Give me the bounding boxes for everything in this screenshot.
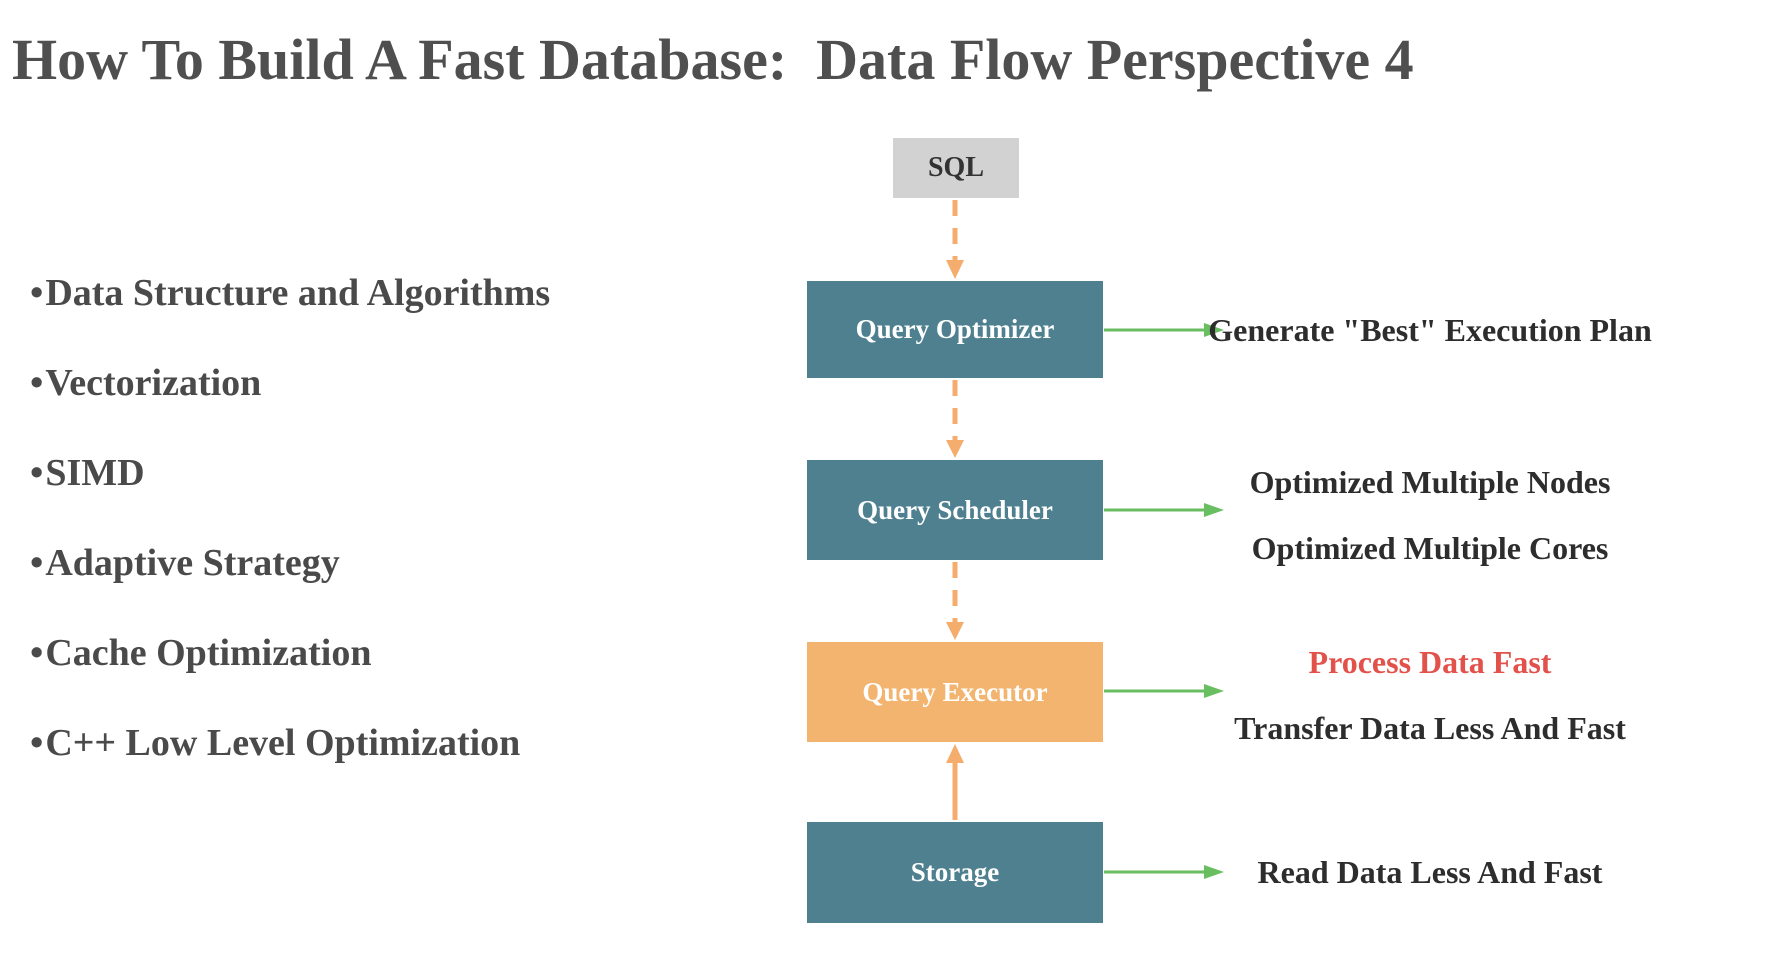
arrow-storage-to-executor [946, 744, 964, 820]
bullet-text: Adaptive Strategy [45, 542, 340, 584]
list-item: • C++ Low Level Optimization [30, 698, 650, 788]
bullet-list: • Data Structure and Algorithms • Vector… [30, 248, 650, 788]
annotation-text-highlight: Process Data Fast [1308, 644, 1552, 680]
annotation-text: Optimized Multiple Nodes [1249, 464, 1611, 500]
bullet-icon: • [30, 722, 44, 764]
bullet-icon: • [30, 452, 44, 494]
arrow-sql-to-optimizer [946, 200, 964, 279]
slide-title: How To Build A Fast Database: Data Flow … [12, 27, 1414, 92]
list-item: • Cache Optimization [30, 608, 650, 698]
flow-node-query-optimizer: Query Optimizer [807, 281, 1103, 378]
flow-node-query-executor: Query Executor [807, 642, 1103, 742]
flow-node-sql: SQL [893, 138, 1019, 198]
bullet-text: SIMD [45, 452, 145, 494]
list-item: • Vectorization [30, 338, 650, 428]
bullet-text: Cache Optimization [45, 632, 372, 674]
list-item: • Data Structure and Algorithms [30, 248, 650, 338]
flow-node-storage: Storage [807, 822, 1103, 923]
annotation-text: Read Data Less And Fast [1257, 854, 1603, 890]
arrow-optimizer-to-scheduler [946, 380, 964, 458]
annotation-storage: Read Data Less And Fast [1180, 850, 1680, 894]
bullet-icon: • [30, 272, 44, 314]
annotation-text: Generate "Best" Execution Plan [1208, 312, 1652, 348]
annotation-executor: Process Data Fast Transfer Data Less And… [1180, 640, 1680, 750]
flow-node-query-scheduler: Query Scheduler [807, 460, 1103, 560]
list-item: • SIMD [30, 428, 650, 518]
bullet-text: Data Structure and Algorithms [45, 272, 551, 314]
annotation-optimizer: Generate "Best" Execution Plan [1180, 308, 1680, 352]
list-item: • Adaptive Strategy [30, 518, 650, 608]
bullet-text: C++ Low Level Optimization [45, 722, 521, 764]
annotation-text: Optimized Multiple Cores [1251, 530, 1609, 566]
bullet-text: Vectorization [45, 362, 262, 404]
annotation-text: Transfer Data Less And Fast [1234, 710, 1626, 746]
annotation-scheduler: Optimized Multiple Nodes Optimized Multi… [1180, 460, 1680, 570]
bullet-icon: • [30, 632, 44, 674]
bullet-icon: • [30, 362, 44, 404]
bullet-icon: • [30, 542, 44, 584]
arrow-scheduler-to-executor [946, 562, 964, 640]
